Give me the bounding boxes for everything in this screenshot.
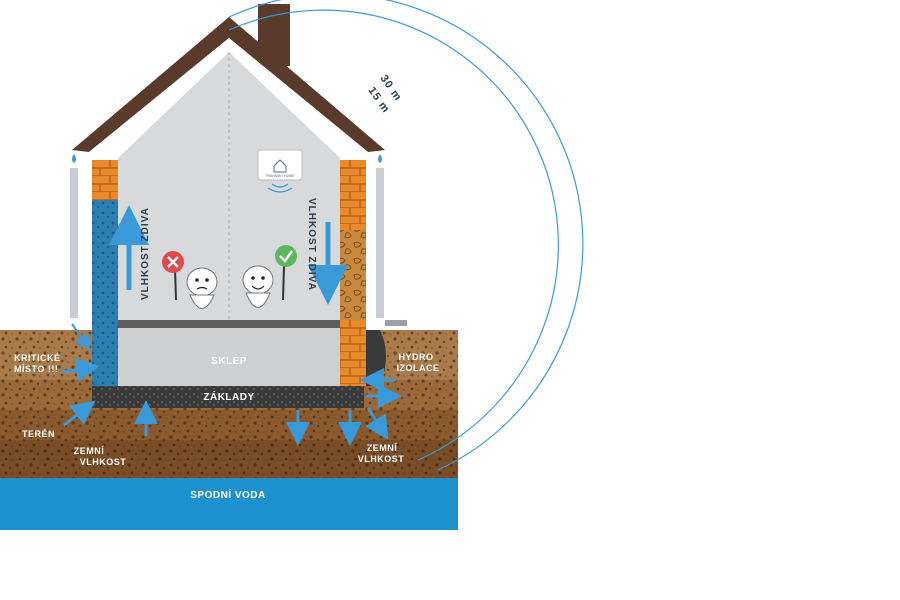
rain-drop-right-icon [378, 154, 382, 163]
downspout-right [376, 168, 384, 318]
foundation-block [92, 386, 364, 408]
foundations-label: ZÁKLADY [203, 390, 254, 403]
left-wall-wet [92, 200, 118, 386]
ground-moisture-left-line1: ZEMNÍ [74, 446, 105, 456]
ground-moisture-right-line2: VLHKOST [358, 454, 405, 464]
range-arc-outer [228, 0, 584, 471]
rain-drop-left-icon [72, 154, 76, 163]
terrain-label: TERÉN [22, 429, 55, 439]
hydro-insulation-label-line1: HYDRO [398, 352, 433, 362]
ground-moisture-right-line1: ZEMNÍ [367, 443, 398, 453]
device-brand-text: TRANSMIT HOME [265, 174, 295, 178]
check-mark-icon [275, 245, 297, 267]
drain-pipe-right [385, 320, 407, 326]
critical-spot-label-line1: KRITICKÉ [14, 353, 61, 363]
roof [72, 17, 385, 152]
groundwater-label: SPODNÍ VODA [190, 488, 266, 501]
wall-moisture-label-left: VLHKOST ZDIVA [140, 207, 151, 300]
terrain-arrow-icon [63, 400, 96, 427]
ground-moisture-arrow-diag-icon [365, 407, 389, 441]
wifi-sensor-icon: TRANSMIT HOME [257, 149, 303, 193]
left-wall-brick [92, 160, 118, 200]
right-wall-brick [340, 160, 366, 230]
bad-character [162, 251, 218, 309]
right-wall-brick-lower [340, 320, 366, 386]
basement [118, 328, 340, 386]
range-arc-inner [228, 9, 559, 461]
floor-slab [118, 320, 340, 328]
basement-label: SKLEP [211, 356, 247, 367]
terrain-water-arrow-icon [71, 323, 91, 351]
critical-spot-label-line2: MÍSTO !!! [14, 364, 58, 374]
critical-arrow-icon [61, 357, 100, 382]
groundwater-band [0, 478, 458, 530]
ground-moisture-left-line2: VLHKOST [80, 457, 127, 467]
hydro-insulation-label-line2: IZOLACE [397, 363, 440, 373]
good-character [242, 245, 297, 308]
wall-moisture-label-right: VLHKOST ZDIVA [306, 198, 317, 291]
downspout-left [70, 168, 78, 318]
right-wall-stone [340, 230, 366, 320]
